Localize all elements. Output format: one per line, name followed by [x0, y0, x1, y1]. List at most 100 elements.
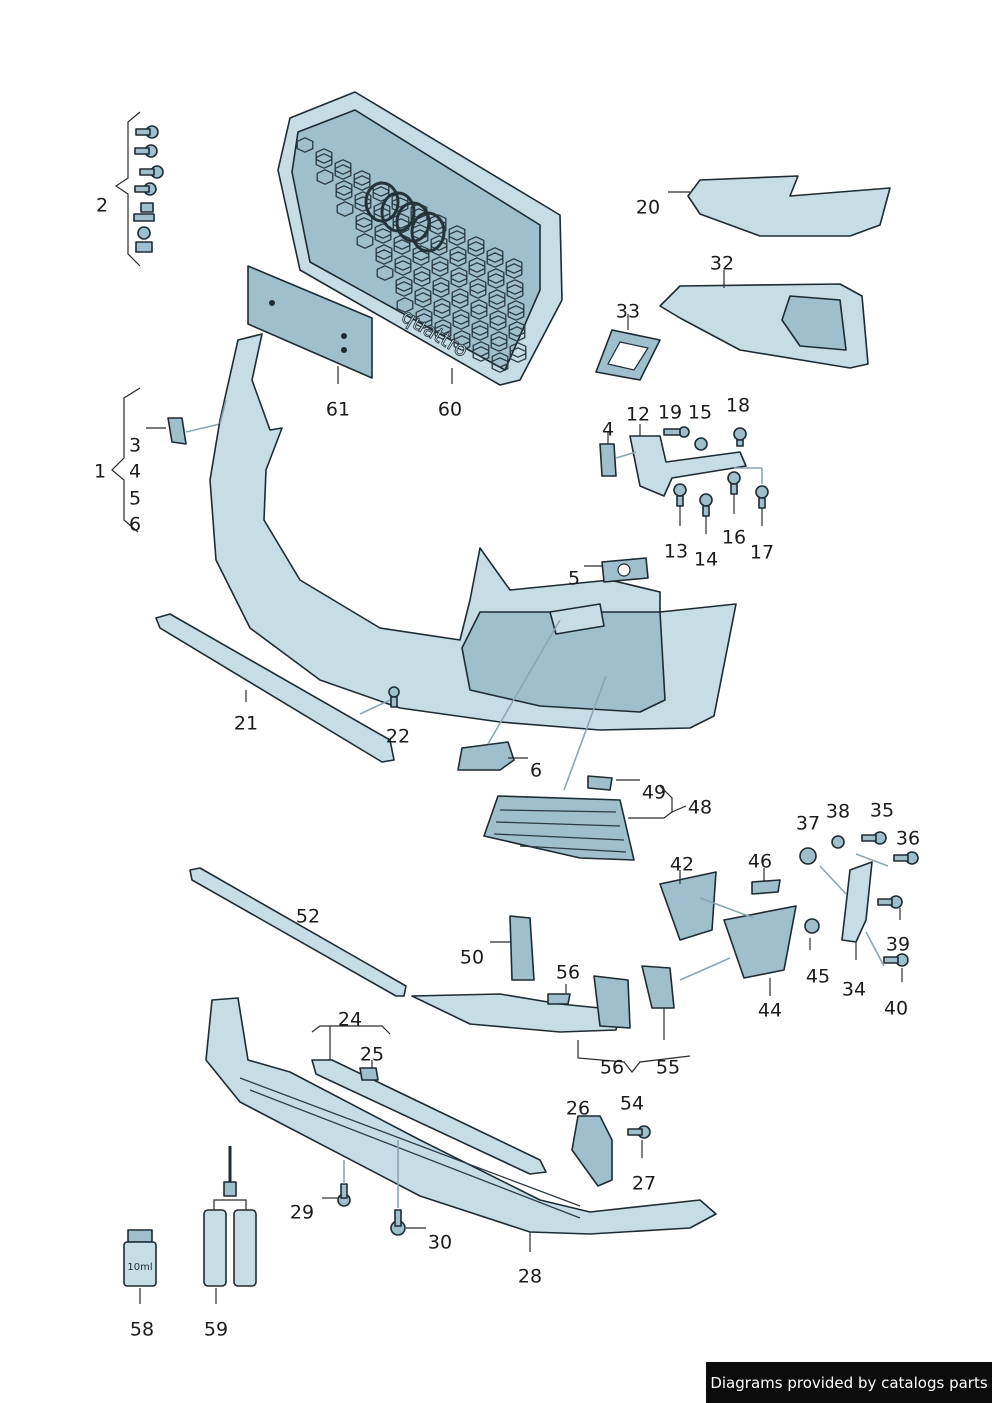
cartridge-part-59: [203, 1146, 257, 1304]
callout-20: 20: [635, 196, 661, 219]
callout-13: 13: [663, 540, 689, 563]
grille-hex-cell: [472, 341, 490, 357]
licence-plate-bracket-part-61: [247, 265, 373, 384]
callout-21: 21: [233, 712, 259, 735]
grille-hex-cell: [375, 249, 393, 265]
callout-30: 30: [427, 1231, 453, 1254]
lamp-frames: [659, 868, 797, 996]
bracket-part-1: [111, 387, 141, 533]
grille-hex-cell: [334, 159, 352, 175]
grille-hex-cell: [430, 240, 448, 256]
grille-hex-cell: [315, 148, 333, 164]
grille-hex-cell: [470, 304, 488, 320]
grille-hex-cell: [507, 300, 525, 316]
grille-hex-cell: [509, 342, 527, 358]
grille-hex-cell: [509, 347, 527, 363]
grille-hex-cell: [469, 278, 487, 294]
callout-14: 14: [693, 548, 719, 571]
callout-58: 58: [129, 1318, 155, 1341]
grille-hex-cell: [491, 352, 509, 368]
grille-hex-cell: [395, 281, 413, 297]
grille-hex-cell: [353, 170, 371, 186]
grille-hex-cell: [394, 260, 412, 276]
callout-35: 35: [869, 799, 895, 822]
callout-54: 54: [619, 1092, 645, 1115]
grille-hex-cell: [508, 326, 526, 342]
grille-hex-cell: [433, 303, 451, 319]
callout-46: 46: [747, 850, 773, 873]
callout-28: 28: [517, 1265, 543, 1288]
callout-42: 42: [669, 853, 695, 876]
grille-hex-cell: [470, 299, 488, 315]
grille-hex-cell: [467, 241, 485, 257]
grille-hex-cell: [374, 228, 392, 244]
side-bracket-34: [799, 831, 919, 982]
grille-hex-cell: [506, 279, 524, 295]
grille-hex-cell: [414, 287, 432, 303]
callout-4b: 4: [601, 418, 615, 441]
grille-hex-cell: [489, 310, 507, 326]
grille-hex-cell: [412, 250, 430, 266]
callout-17: 17: [749, 541, 775, 564]
bracket-part-26: [571, 1115, 651, 1187]
grille-hex-cell: [448, 230, 466, 246]
sensor-bracket-part-5: [584, 557, 649, 583]
callout-45: 45: [805, 965, 831, 988]
callout-59: 59: [203, 1318, 229, 1341]
grille-hex-cell: [315, 153, 333, 169]
tow-hook-cap-part-6: [457, 619, 561, 771]
grille-hex-cell: [434, 319, 452, 335]
grille-hex-cell: [334, 164, 352, 180]
grille-hex-cell: [450, 267, 468, 283]
grille-hex-cell: [432, 277, 450, 293]
grille-hex-cell: [453, 330, 471, 346]
trim-strip-part-56: [411, 965, 691, 1073]
air-guide-part-32: [659, 270, 869, 369]
callout-48: 48: [687, 796, 713, 819]
grille-hex-cell: [451, 293, 469, 309]
bottle-label: 10ml: [127, 1262, 152, 1273]
grille-hex-cell: [433, 298, 451, 314]
callout-44: 44: [757, 999, 783, 1022]
grille-hex-cell: [335, 185, 353, 201]
grille-hex-cell: [413, 271, 431, 287]
callout-25: 25: [359, 1043, 385, 1066]
callout-6b: 6: [529, 759, 543, 782]
grille-hex-cell: [434, 324, 452, 340]
grille-hex-cell: [469, 283, 487, 299]
grille-hex-cell: [335, 180, 353, 196]
callout-29: 29: [289, 1201, 315, 1224]
callout-5: 5: [128, 487, 142, 510]
grille-hex-cell: [372, 186, 390, 202]
grille-hex-cell: [488, 294, 506, 310]
grille-hex-cell: [490, 331, 508, 347]
callout-16: 16: [721, 526, 747, 549]
callout-36: 36: [895, 827, 921, 850]
grille-hex-cell: [505, 263, 523, 279]
callout-2: 2: [95, 194, 109, 217]
callout-60: 60: [437, 398, 463, 421]
callout-22: 22: [385, 725, 411, 748]
grille-hex-cell: [487, 268, 505, 284]
strip-part-52: [189, 867, 407, 997]
callout-52: 52: [295, 905, 321, 928]
callout-38: 38: [825, 800, 851, 823]
grille-hex-cell: [488, 289, 506, 305]
grille-hex-cell: [467, 236, 485, 252]
grille-hex-cell: [394, 255, 412, 271]
grille-hex-cell: [432, 282, 450, 298]
grille-hex-cell: [336, 201, 354, 217]
grille-hex-cell: [486, 247, 504, 263]
grille-hex-cell: [472, 346, 490, 362]
grille-hex-cell: [414, 292, 432, 308]
grille-hex-cell: [468, 262, 486, 278]
callout-26: 26: [565, 1097, 591, 1120]
grille-hex-cell: [471, 325, 489, 341]
grille-hex-cell: [376, 265, 394, 281]
callout-37: 37: [795, 812, 821, 835]
callout-4: 4: [128, 460, 142, 483]
callout-1: 1: [93, 460, 107, 483]
callout-40: 40: [883, 997, 909, 1020]
grille-hex-cell: [505, 258, 523, 274]
